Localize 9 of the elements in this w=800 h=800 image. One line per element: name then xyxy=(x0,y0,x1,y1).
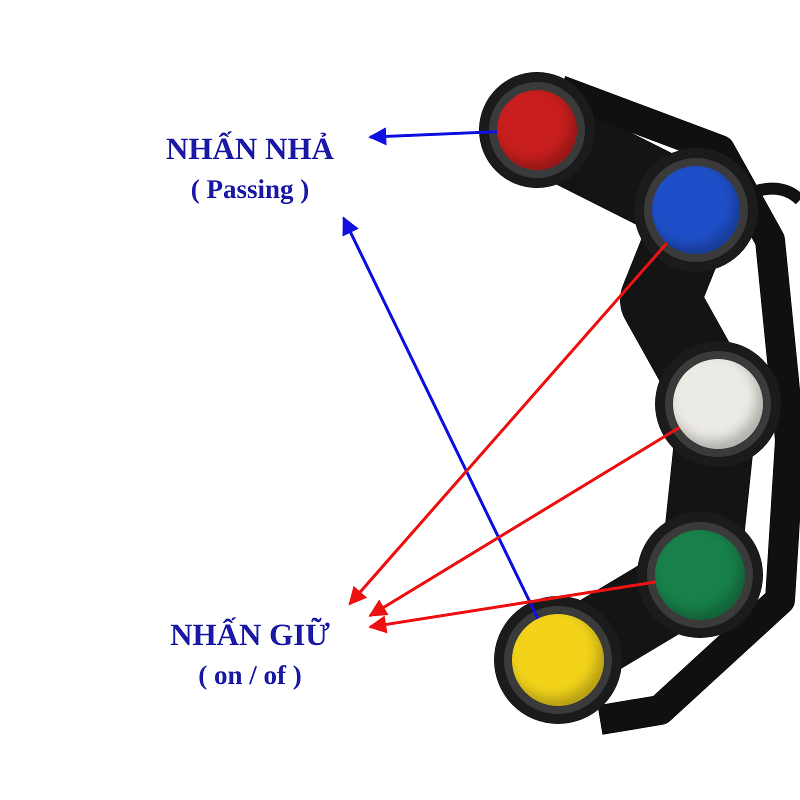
arrow xyxy=(368,426,680,617)
arrow xyxy=(368,580,656,634)
arrow xyxy=(348,242,668,606)
label-subtitle: ( on / of ) xyxy=(198,658,302,692)
label-subtitle: ( Passing ) xyxy=(190,172,310,206)
arrow xyxy=(342,216,540,620)
arrow xyxy=(368,127,498,146)
label-heading: NHẤN NHẢ xyxy=(166,130,334,168)
label-heading: NHẤN GIỮ xyxy=(170,616,330,654)
